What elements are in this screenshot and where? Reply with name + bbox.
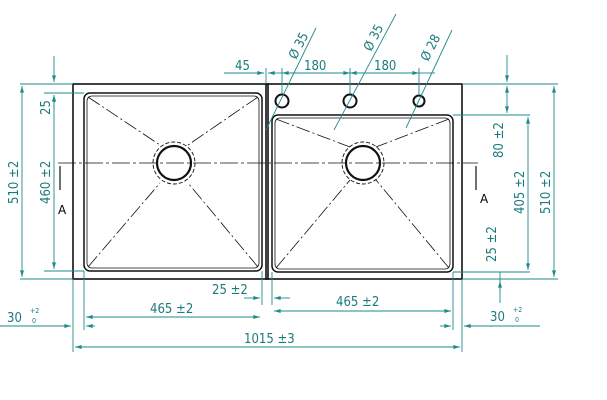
dim-edge-to-hole: 45 — [235, 59, 250, 74]
tap-hole-1-icon — [274, 93, 290, 109]
left-bowl-slope-lines — [87, 96, 259, 268]
right-deck-outline — [265, 83, 463, 280]
dim-back-margin: 25 — [39, 100, 54, 115]
right-bowl-slope-lines — [275, 118, 450, 269]
section-markers — [59, 166, 477, 190]
left-deck-outline — [72, 83, 269, 280]
dim-side-right: 30 — [490, 310, 505, 325]
left-bowl-inner — [86, 95, 260, 269]
dim-overall-width: 1015 ±3 — [244, 332, 295, 347]
dim-hole-spacing-2: 180 — [374, 59, 396, 74]
dim-bowl-width-right: 465 ±2 — [336, 295, 379, 310]
dim-side-left: 30 — [7, 311, 22, 326]
dim-side-left-tol-upper: +2 — [30, 307, 39, 315]
dim-height-left-outer: 510 ±2 — [7, 161, 22, 204]
dim-height-right-outer: 510 ±2 — [539, 171, 554, 214]
section-mark-right: A — [480, 192, 489, 206]
right-bowl-inner — [274, 117, 451, 270]
dim-side-left-tol-lower: 0 — [32, 317, 36, 325]
dim-hole-spacing-1: 180 — [304, 59, 326, 74]
dim-bowl-width-left: 465 ±2 — [150, 302, 193, 317]
section-mark-left: A — [58, 203, 67, 217]
dim-side-right-tol-upper: +2 — [513, 306, 522, 314]
dim-height-left-bowl: 460 ±2 — [39, 161, 54, 204]
tap-hole-2-icon — [342, 93, 358, 109]
dim-side-right-tol-lower: 0 — [515, 316, 519, 324]
right-bowl-outer — [271, 114, 454, 273]
dimension-labels: Ø 35 Ø 35 Ø 28 45 180 180 25 510 ±2 460 … — [7, 22, 554, 347]
sink-outline — [72, 83, 463, 280]
dim-hole-1: Ø 35 — [286, 30, 312, 62]
dim-hole-3: Ø 28 — [418, 32, 444, 64]
section-labels: A A — [58, 192, 489, 217]
dim-height-right-back: 80 ±2 — [492, 122, 507, 158]
left-bowl-outer — [83, 92, 263, 272]
dim-height-right-bowl: 405 ±2 — [513, 171, 528, 214]
dim-divider: 25 ±2 — [212, 283, 248, 298]
dim-front-margin: 25 ±2 — [485, 226, 500, 262]
tap-hole-3-icon — [412, 94, 426, 108]
dimension-lines — [0, 13, 558, 352]
